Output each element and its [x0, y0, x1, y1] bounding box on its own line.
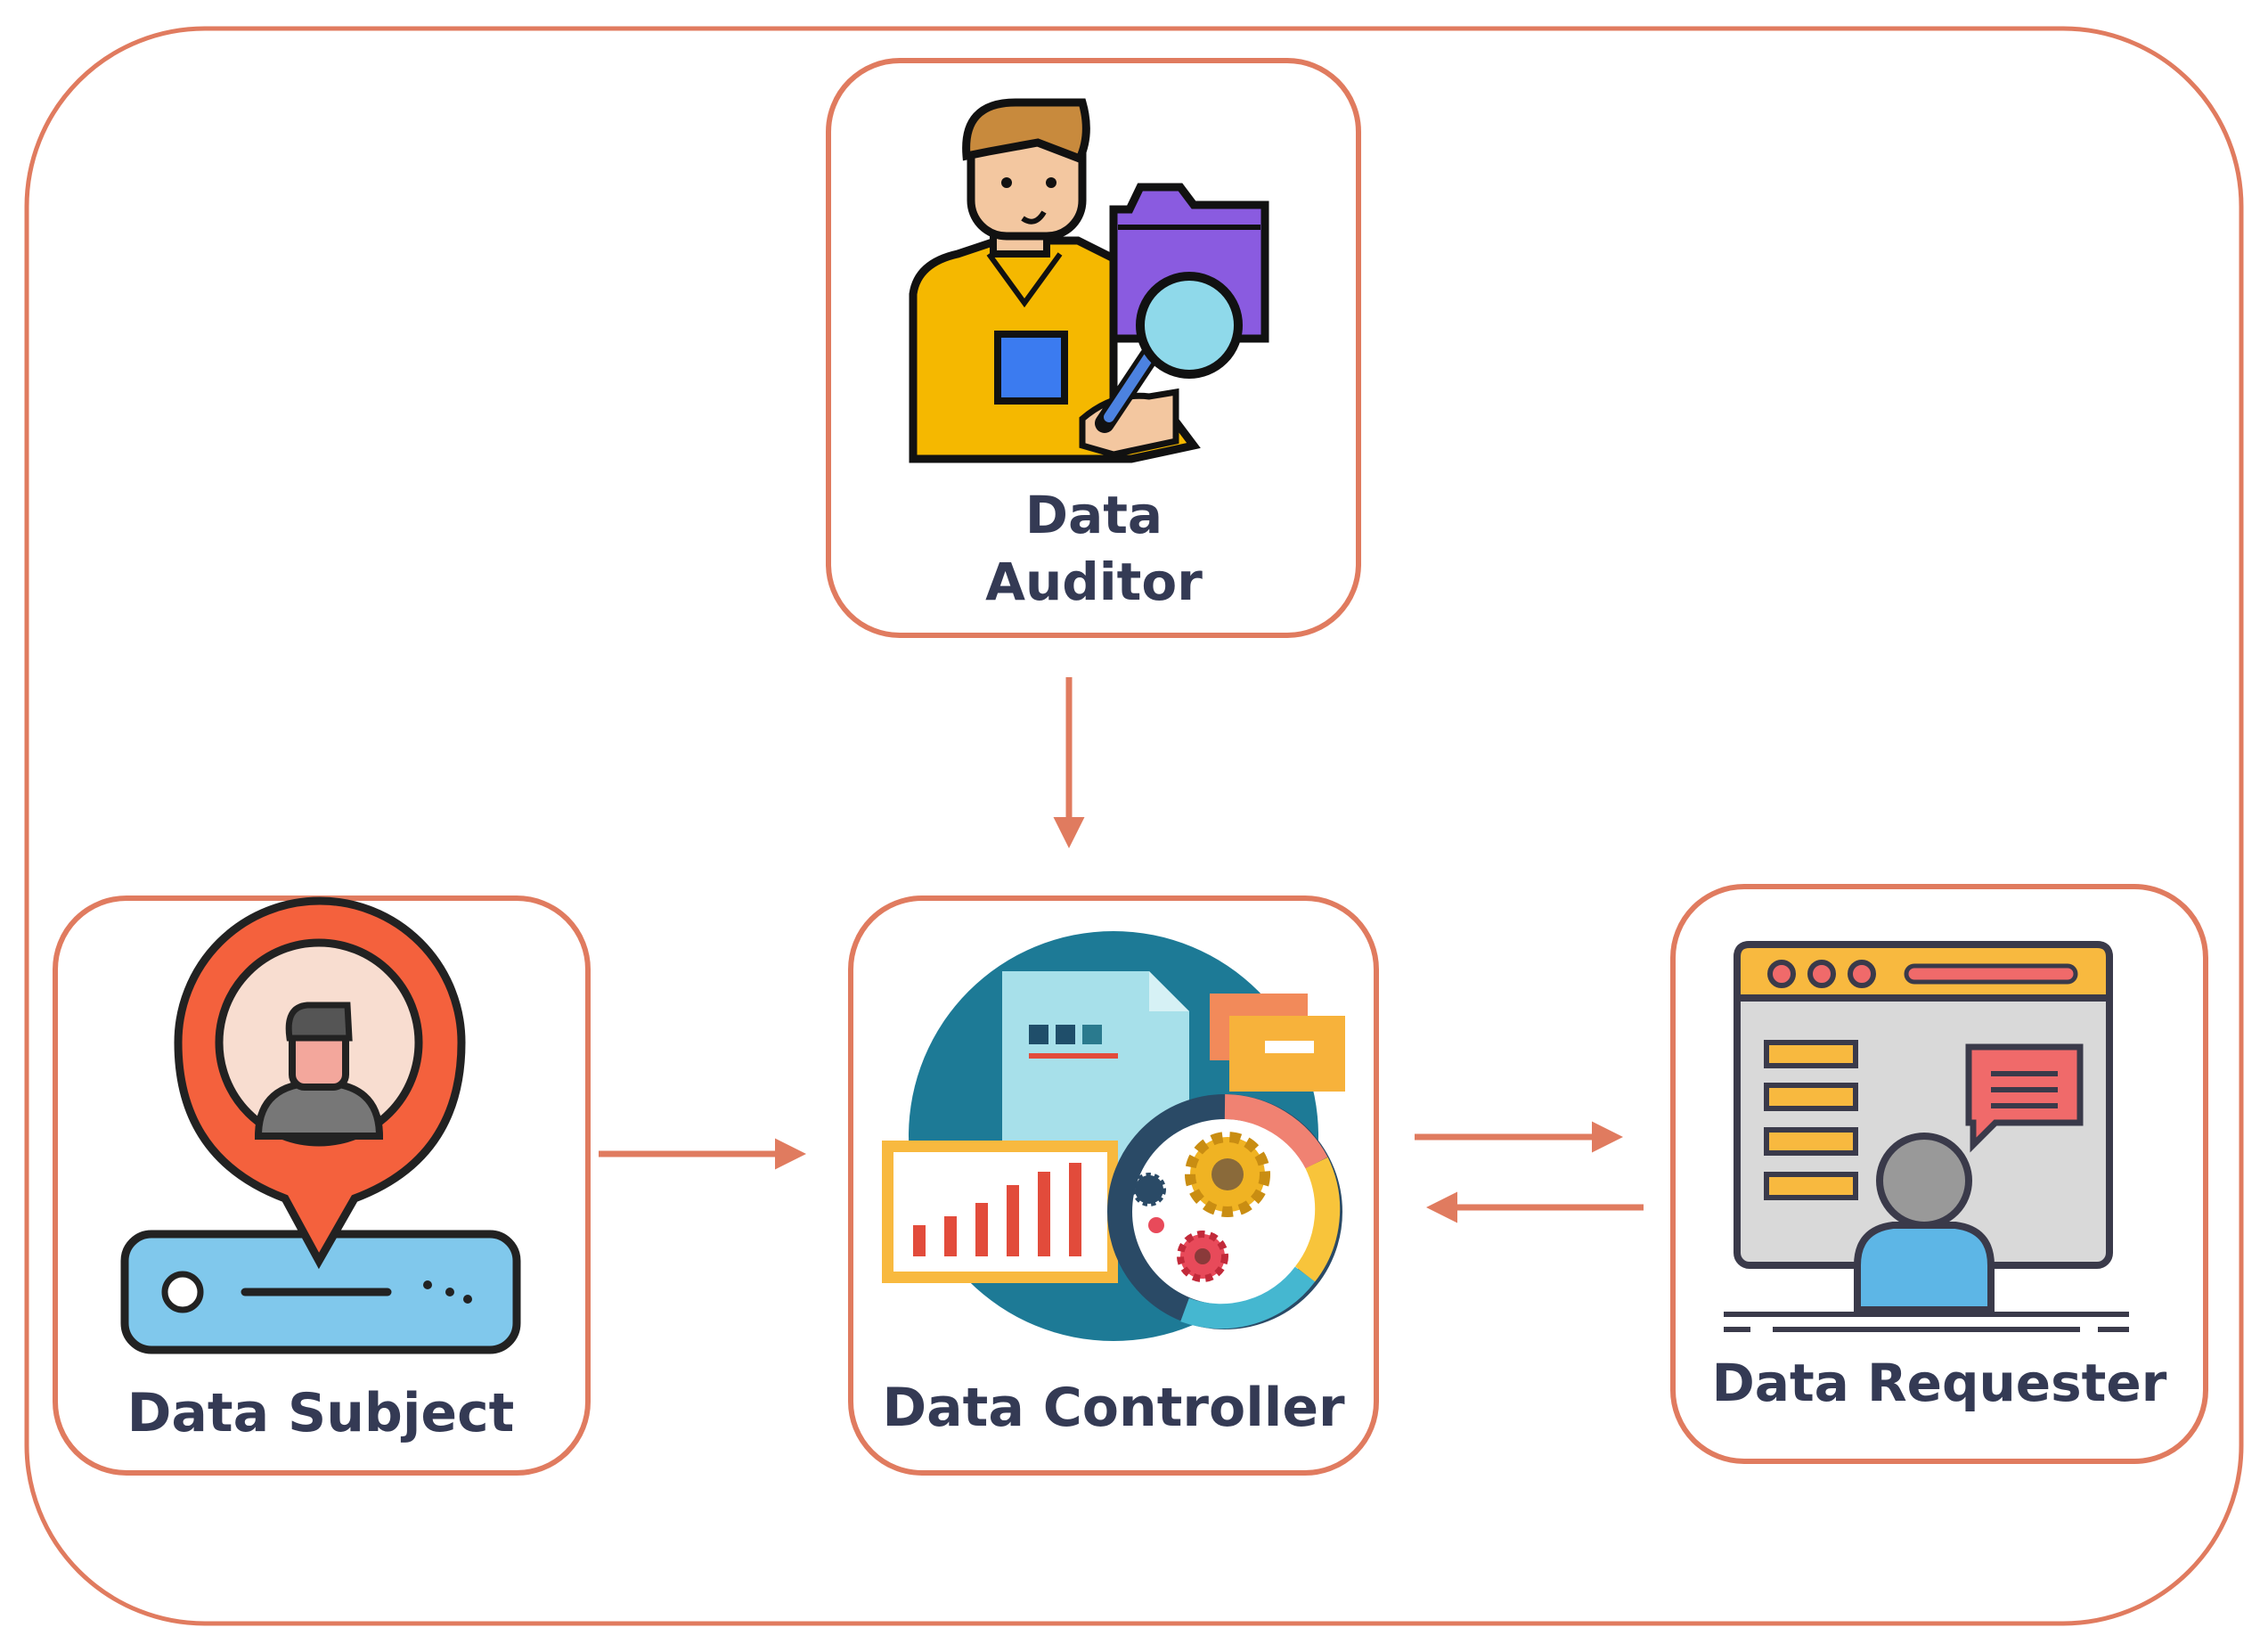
- auditor-label-line1: Data: [1025, 485, 1163, 545]
- node-data-controller: Data Controller: [848, 896, 1379, 1476]
- subject-label: Data Subject: [127, 1382, 515, 1444]
- documents-charts-gears-icon: [882, 931, 1345, 1341]
- auditor-label-line2: Auditor: [985, 552, 1203, 612]
- node-data-requester: Data Requester: [1670, 884, 2208, 1464]
- auditor-icon: [909, 98, 1269, 463]
- outer-frame: [24, 26, 2244, 1626]
- controller-label: Data Controller: [882, 1377, 1345, 1439]
- browser-window-person-icon: [1724, 941, 2129, 1332]
- location-pin-user-icon: [120, 896, 521, 1354]
- node-data-auditor: Data Auditor: [826, 58, 1361, 638]
- node-data-subject: Data Subject: [53, 896, 591, 1476]
- requester-label: Data Requester: [1712, 1353, 2167, 1413]
